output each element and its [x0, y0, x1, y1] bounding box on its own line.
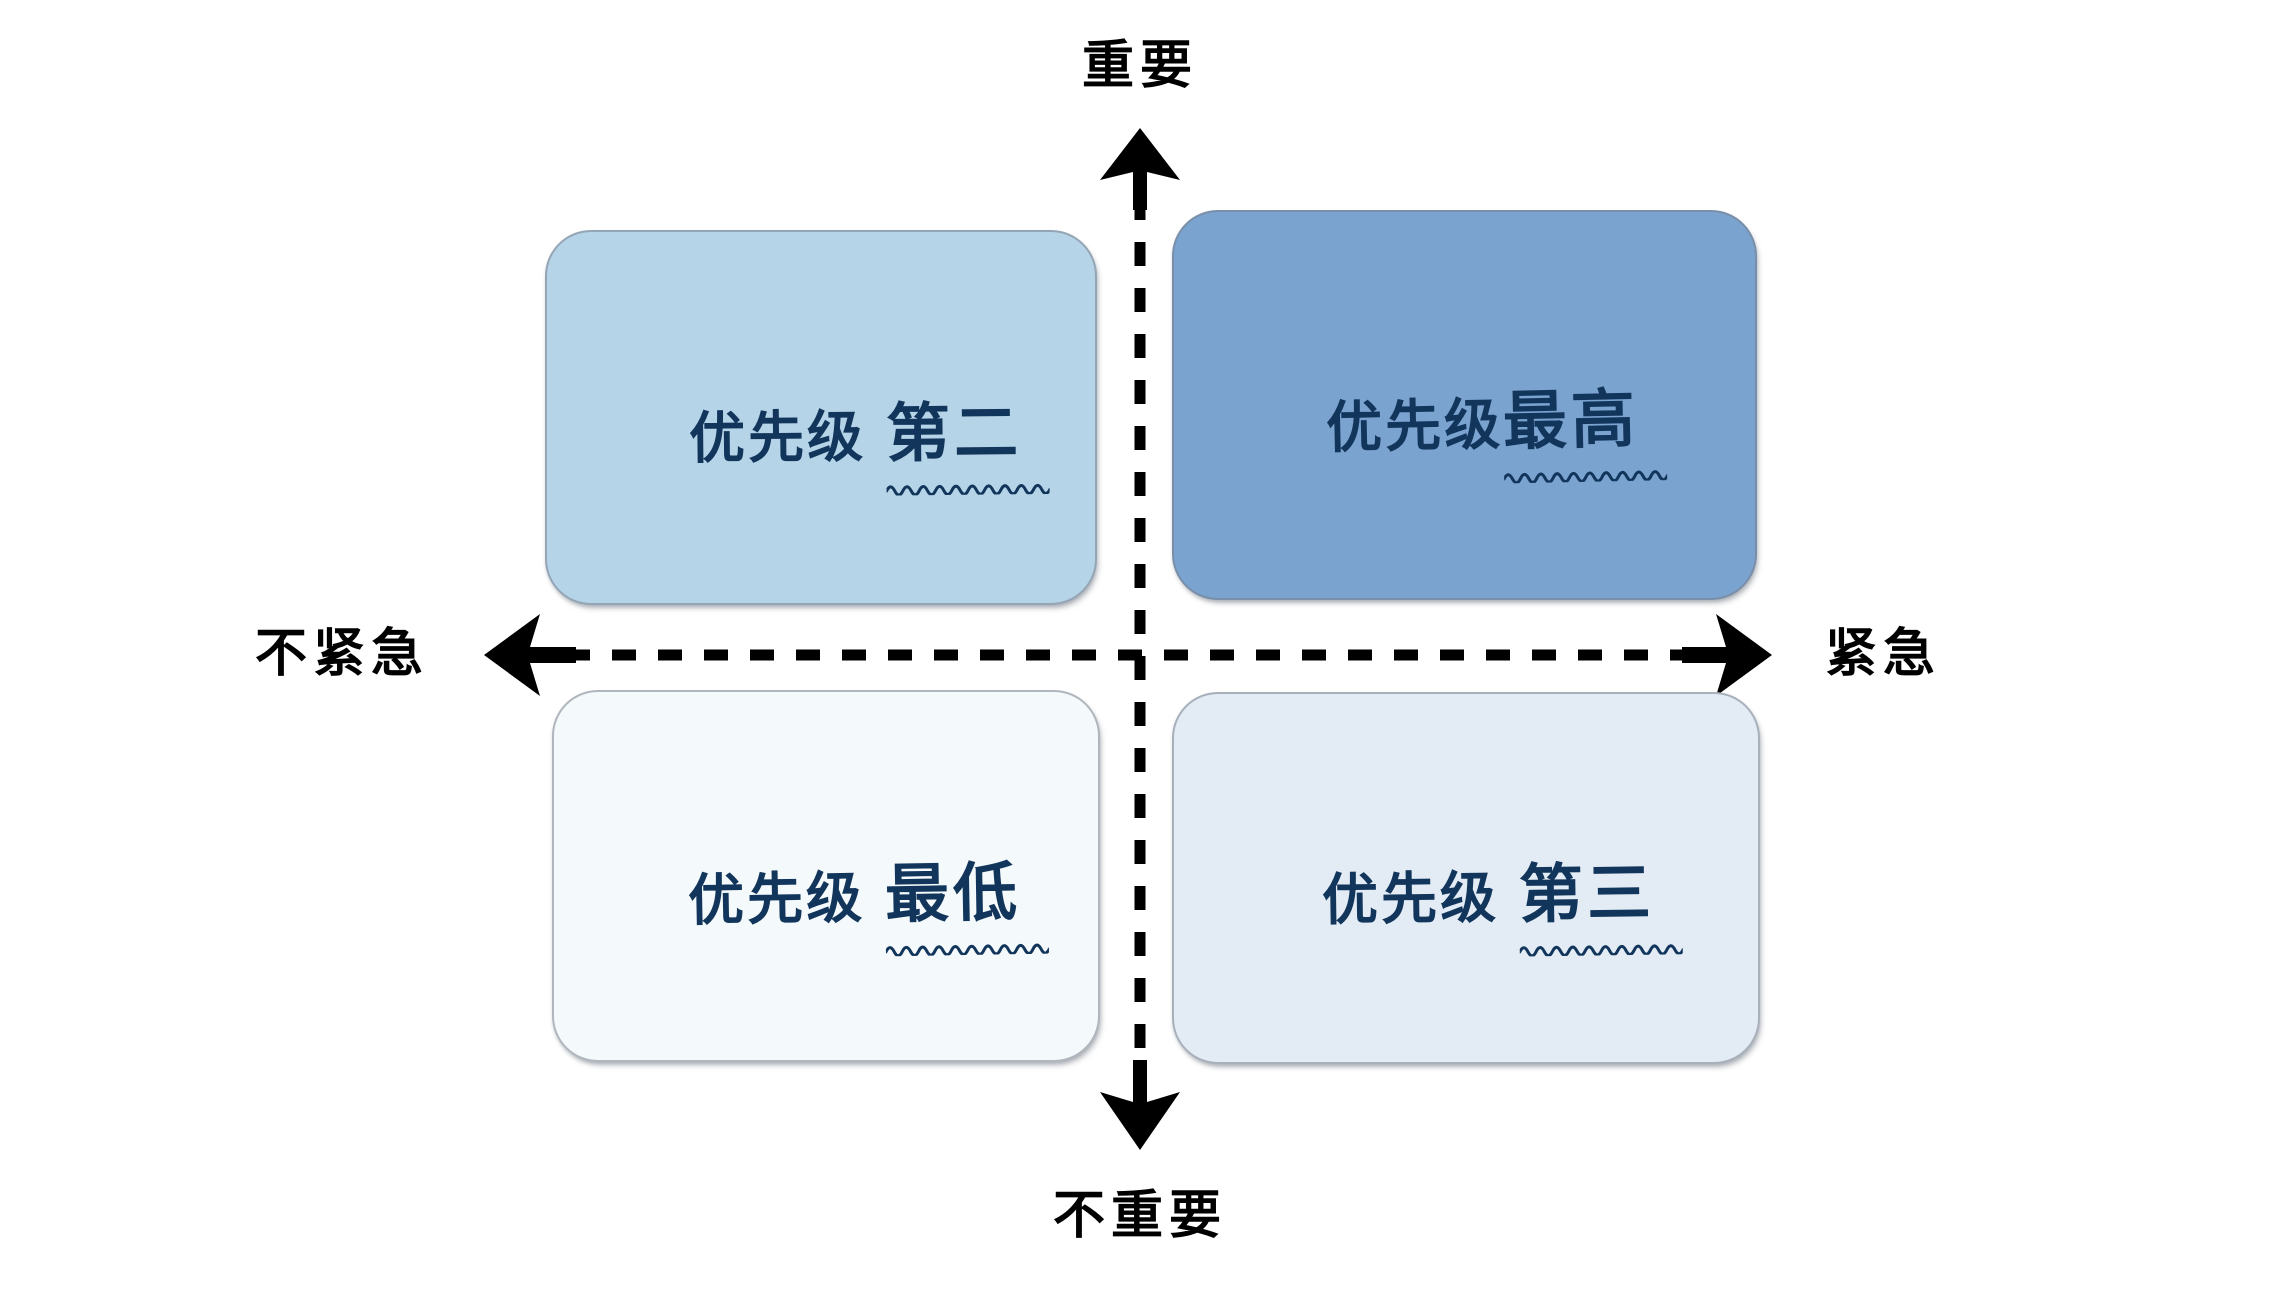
wavy-underline-icon: [885, 943, 1049, 957]
wavy-underline-icon: [1519, 944, 1683, 957]
quadrant-prefix-bottom-right: 优先级: [1321, 865, 1499, 934]
quadrant-emphasis-top-left: 第二: [885, 396, 1050, 497]
quadrant-emphasis-text-bottom-right: 第三: [1517, 856, 1655, 933]
quadrant-prefix-top-right: 优先级: [1325, 392, 1504, 462]
axis-label-important: 重要: [1081, 36, 1199, 96]
quadrant-emphasis-bottom-right: 第三: [1517, 856, 1683, 957]
axis-arrow-up-icon: [1100, 128, 1180, 210]
axis-arrow-right-icon: [1682, 614, 1772, 696]
quadrant-label-top-left: 优先级 第二: [688, 396, 1050, 497]
quadrant-emphasis-text-top-right: 最高: [1502, 382, 1640, 460]
quadrant-emphasis-bottom-left: 最低: [883, 855, 1049, 957]
wavy-underline-icon: [1503, 470, 1668, 484]
axis-label-urgent: 紧急: [1825, 624, 1942, 684]
quadrant-label-bottom-left: 优先级 最低: [686, 855, 1049, 957]
quadrant-label-bottom-right: 优先级 第三: [1321, 856, 1683, 957]
quadrant-emphasis-text-top-left: 第二: [885, 396, 1022, 472]
quadrant-prefix-top-left: 优先级: [688, 405, 866, 473]
quadrant-label-top-right: 优先级 最高: [1325, 382, 1668, 484]
quadrant-card-bottom-right[interactable]: 优先级 第三: [1172, 692, 1760, 1064]
quadrant-emphasis-top-right: 最高: [1502, 382, 1668, 484]
axis-label-not-important: 不重要: [1052, 1186, 1228, 1246]
wavy-underline-icon: [885, 484, 1050, 497]
axis-arrow-down-icon: [1100, 1060, 1180, 1150]
quadrant-prefix-bottom-left: 优先级: [686, 865, 866, 934]
quadrant-card-top-left[interactable]: 优先级 第二: [545, 230, 1097, 605]
quadrant-emphasis-text-bottom-left: 最低: [883, 855, 1022, 933]
quadrant-card-top-right[interactable]: 优先级 最高: [1172, 210, 1757, 600]
quadrant-card-bottom-left[interactable]: 优先级 最低: [552, 690, 1100, 1062]
axis-label-not-urgent: 不紧急: [255, 624, 430, 684]
axis-arrow-left-icon: [484, 614, 576, 696]
